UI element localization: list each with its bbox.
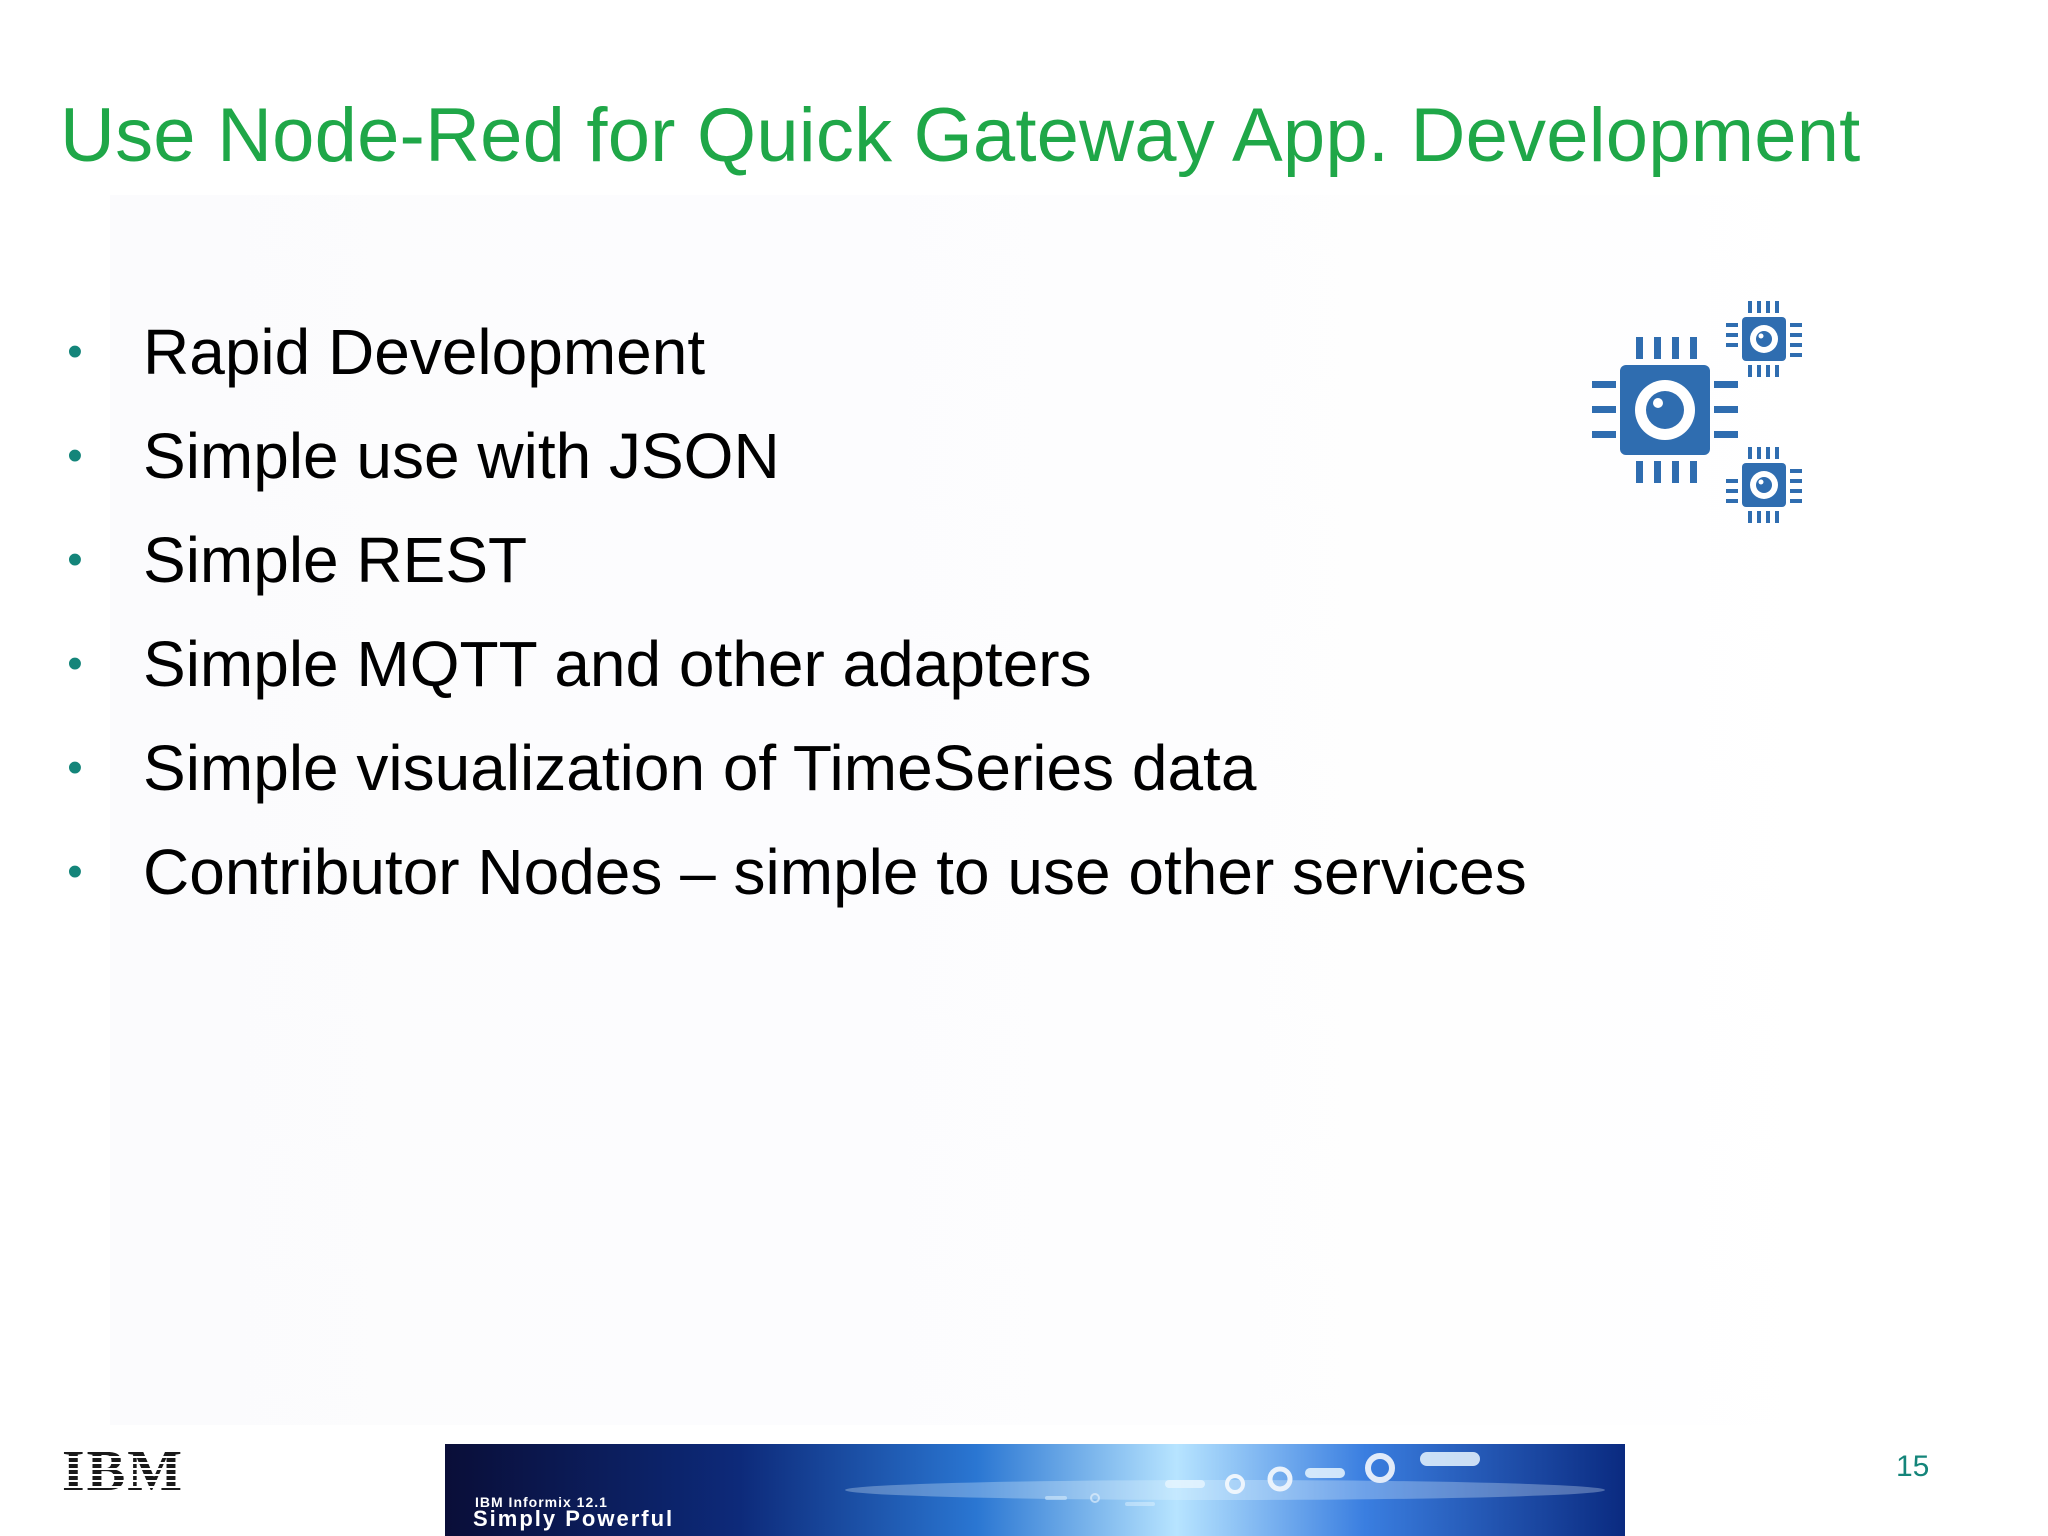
bullet-text: Simple MQTT and other adapters [143,628,1092,700]
svg-text:IBM: IBM [62,1440,184,1500]
slide-title: Use Node-Red for Quick Gateway App. Deve… [60,93,1861,178]
banner-tagline-text: Simply Powerful [473,1506,675,1531]
bullet-text: Simple use with JSON [143,420,780,492]
page-number: 15 [1896,1450,1930,1483]
microchip-cluster-icon [1592,301,1802,523]
bullet-text: Simple visualization of TimeSeries data [143,732,1257,804]
bullet-dot: • [67,639,83,688]
footer-banner: IBM Informix 12.1 Simply Powerful [445,1444,1625,1536]
bullet-text: Rapid Development [143,316,706,388]
bullet-dot: • [67,847,83,896]
bullet-dot: • [67,535,83,584]
banner-product-text: IBM Informix 12.1 [475,1494,608,1510]
bullet-dot: • [67,743,83,792]
bullet-text: Simple REST [143,524,528,596]
bullet-text: Contributor Nodes – simple to use other … [143,836,1527,908]
bullet-dot: • [67,431,83,480]
binary-streak-graphic [845,1452,1605,1506]
bullet-dot: • [67,327,83,376]
slide-background [110,195,1870,1425]
ibm-logo: IBM [62,1440,184,1500]
